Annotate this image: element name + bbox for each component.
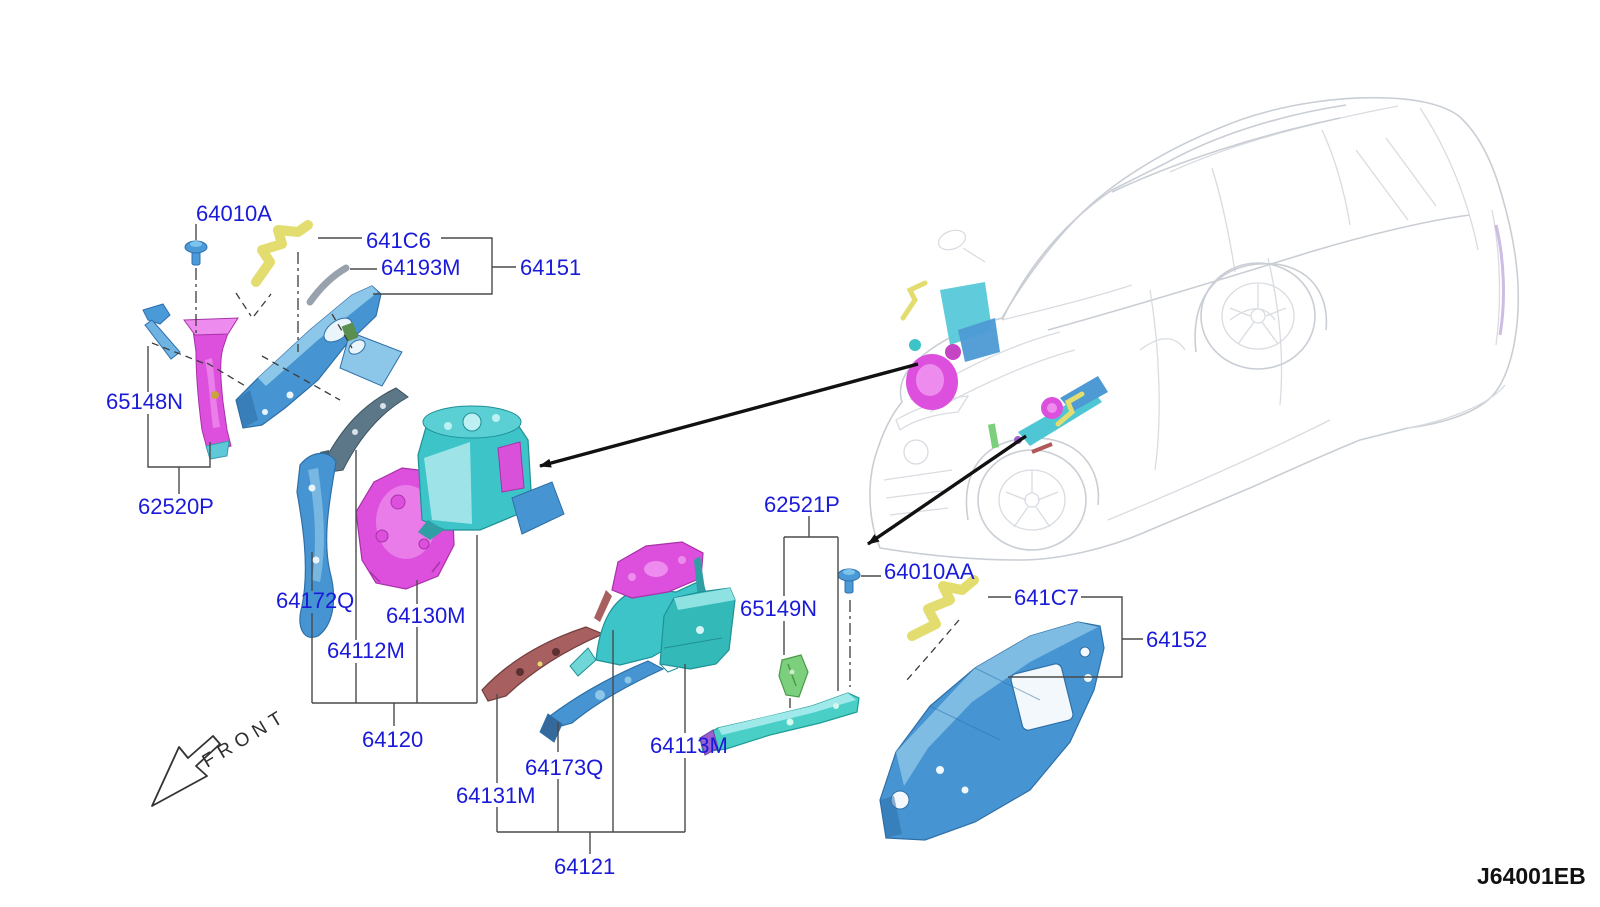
label-64151[interactable]: 64151	[520, 255, 581, 280]
label-64172Q[interactable]: 64172Q	[276, 588, 354, 613]
part-641C7-hoodledge-brace	[907, 575, 979, 641]
position-dash-lines	[151, 252, 960, 687]
part-62521P-upper-beam	[699, 692, 860, 756]
label-64193M[interactable]: 64193M	[381, 255, 461, 280]
label-64120[interactable]: 64120	[362, 727, 423, 752]
part-number-callouts: 64010A 641C6 64193M 64151 65148N 62520P …	[106, 201, 1207, 879]
label-64112M[interactable]: 64112M	[327, 638, 405, 663]
car-highlight-hoodledge-rh	[987, 376, 1108, 454]
part-64173Q-member-brace	[539, 660, 665, 743]
part-64151-hoodledge-lh	[235, 285, 403, 429]
label-64131M[interactable]: 64131M	[456, 783, 536, 808]
leader-lines	[147, 224, 1143, 854]
label-64113M[interactable]: 64113M	[650, 733, 728, 758]
part-641C6-hoodledge-brace	[251, 220, 313, 287]
part-64172Q-pillar-brace	[296, 452, 337, 638]
label-641C6[interactable]: 641C6	[366, 228, 431, 253]
part-62520P-pillar	[183, 317, 239, 460]
label-64152[interactable]: 64152	[1146, 627, 1207, 652]
rear-wheel	[1200, 262, 1316, 370]
label-64010AA[interactable]: 64010AA	[884, 559, 975, 584]
part-64113M-member-panel	[659, 587, 736, 673]
label-62521P[interactable]: 62521P	[764, 492, 840, 517]
label-65148N[interactable]: 65148N	[106, 389, 183, 414]
part-64120-strut-housing	[417, 405, 565, 540]
front-wheel	[977, 449, 1087, 551]
reference-arrow-rh	[867, 434, 1027, 546]
part-65148N-bracket	[142, 303, 181, 360]
part-64010A-bolt	[184, 240, 208, 266]
reference-arrow-lh	[539, 362, 919, 468]
part-64010AA-bolt	[837, 568, 861, 594]
car-highlight-hoodledge-lh	[900, 280, 1000, 410]
label-64130M[interactable]: 64130M	[386, 603, 466, 628]
label-64010A[interactable]: 64010A	[196, 201, 272, 226]
part-64152-hoodledge-rh	[879, 621, 1105, 841]
label-62520P[interactable]: 62520P	[138, 494, 214, 519]
part-64193M-seal-strip	[306, 264, 350, 306]
part-65149N-bracket	[778, 654, 809, 698]
front-arrow-icon	[151, 735, 221, 807]
diagram-code: J64001EB	[1477, 863, 1586, 889]
label-65149N[interactable]: 65149N	[740, 596, 817, 621]
label-641C7[interactable]: 641C7	[1014, 585, 1079, 610]
label-64121[interactable]: 64121	[554, 854, 615, 879]
ghost-car-illustration	[869, 96, 1520, 561]
front-direction-marker: FRONT	[151, 705, 291, 807]
label-64173Q[interactable]: 64173Q	[525, 755, 603, 780]
